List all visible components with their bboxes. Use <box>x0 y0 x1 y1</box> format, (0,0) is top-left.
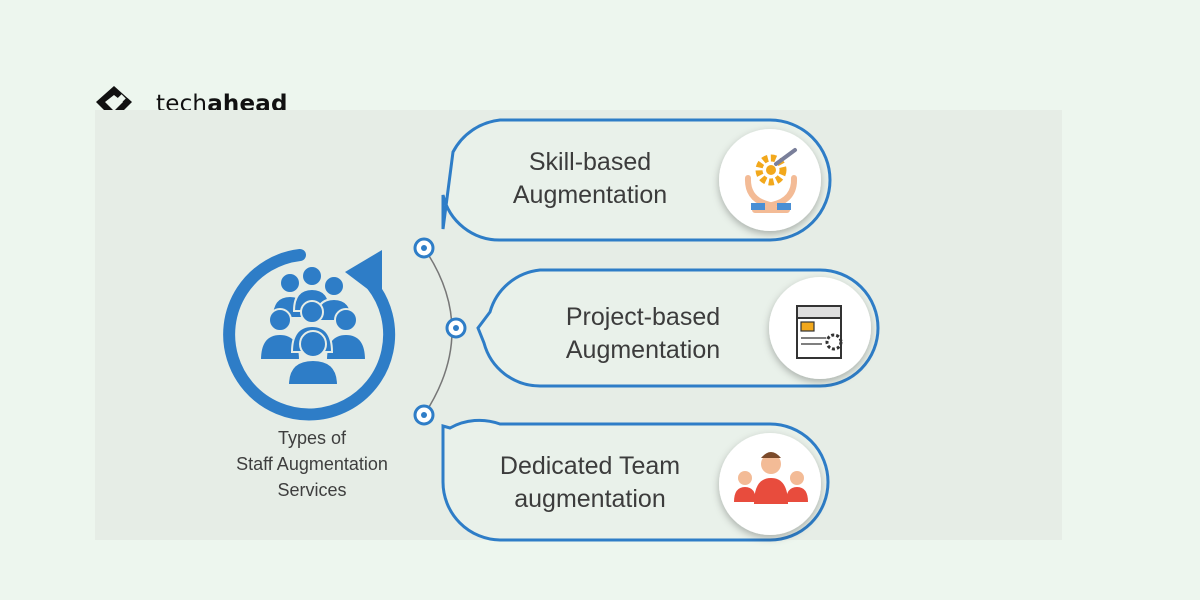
center-title: Types of Staff Augmentation Services <box>200 425 424 503</box>
project-document-icon <box>796 305 843 359</box>
card-skill-based <box>441 118 832 242</box>
card-project-based <box>476 268 880 388</box>
team-members-icon <box>734 452 808 504</box>
card-skill-based-label: Skill-based Augmentation <box>470 146 710 212</box>
connector-node-2 <box>445 317 467 339</box>
card-dedicated-team-label: Dedicated Team augmentation <box>465 450 715 516</box>
hands-gear-wrench-icon <box>744 148 798 213</box>
card-dedicated-team-line1: Dedicated Team <box>499 452 681 480</box>
center-title-line2: Staff Augmentation <box>236 454 388 474</box>
center-title-line3: Services <box>277 480 347 500</box>
card-dedicated-team-line2: augmentation <box>514 485 666 513</box>
connector-node-3 <box>413 404 435 426</box>
techahead-logo-icon <box>96 86 132 120</box>
team-cycle-icon <box>223 249 396 421</box>
connector-node-1 <box>413 237 435 259</box>
card-project-based-label: Project-based Augmentation <box>515 301 771 367</box>
card-project-based-line2: Augmentation <box>565 336 721 364</box>
card-dedicated-team <box>441 418 830 542</box>
center-title-line1: Types of <box>277 428 347 448</box>
card-skill-based-line2: Augmentation <box>512 181 668 209</box>
card-skill-based-line1: Skill-based <box>528 148 652 176</box>
card-project-based-line1: Project-based <box>565 303 721 331</box>
